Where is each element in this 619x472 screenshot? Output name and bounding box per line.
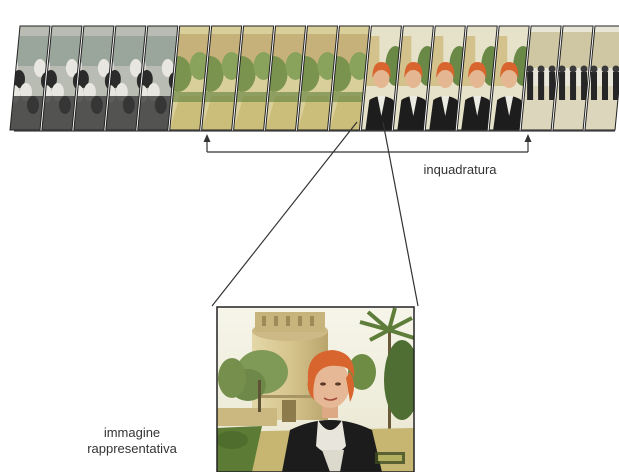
frame-sequence [9,25,619,131]
frame-border [137,25,179,131]
frame-border [488,25,530,131]
frame-border [233,25,275,131]
bracket-arrow-left [203,134,211,142]
keyframe-label-line2: rappresentativa [87,441,177,456]
frame-border [169,25,211,131]
keyframe-label: immagine rappresentativa [82,425,182,457]
frame-border [201,25,243,131]
bracket-arrow-right [524,134,532,142]
frame-border [392,25,434,131]
frame-border [9,25,51,131]
frame-border [41,25,83,131]
frame-people [584,25,619,131]
frame-border [328,25,370,131]
frame-border [456,25,498,131]
frame-border [265,25,307,131]
keyframe-label-line1: immagine [103,425,161,440]
frame-people [520,25,562,131]
frame-border [360,25,402,131]
frame-border [296,25,339,131]
frame-border [105,25,147,131]
representative-keyframe [216,306,415,472]
zoom-lines [211,121,419,307]
frame-border [520,25,562,131]
frame-border [424,25,466,131]
shot-bracket [203,134,532,153]
frame-crowd [137,25,179,131]
frame-courtyard [328,25,370,131]
frame-border [584,25,619,131]
frame-border [73,25,115,131]
frame-border [552,25,594,131]
shot-label: inquadratura [423,162,497,177]
